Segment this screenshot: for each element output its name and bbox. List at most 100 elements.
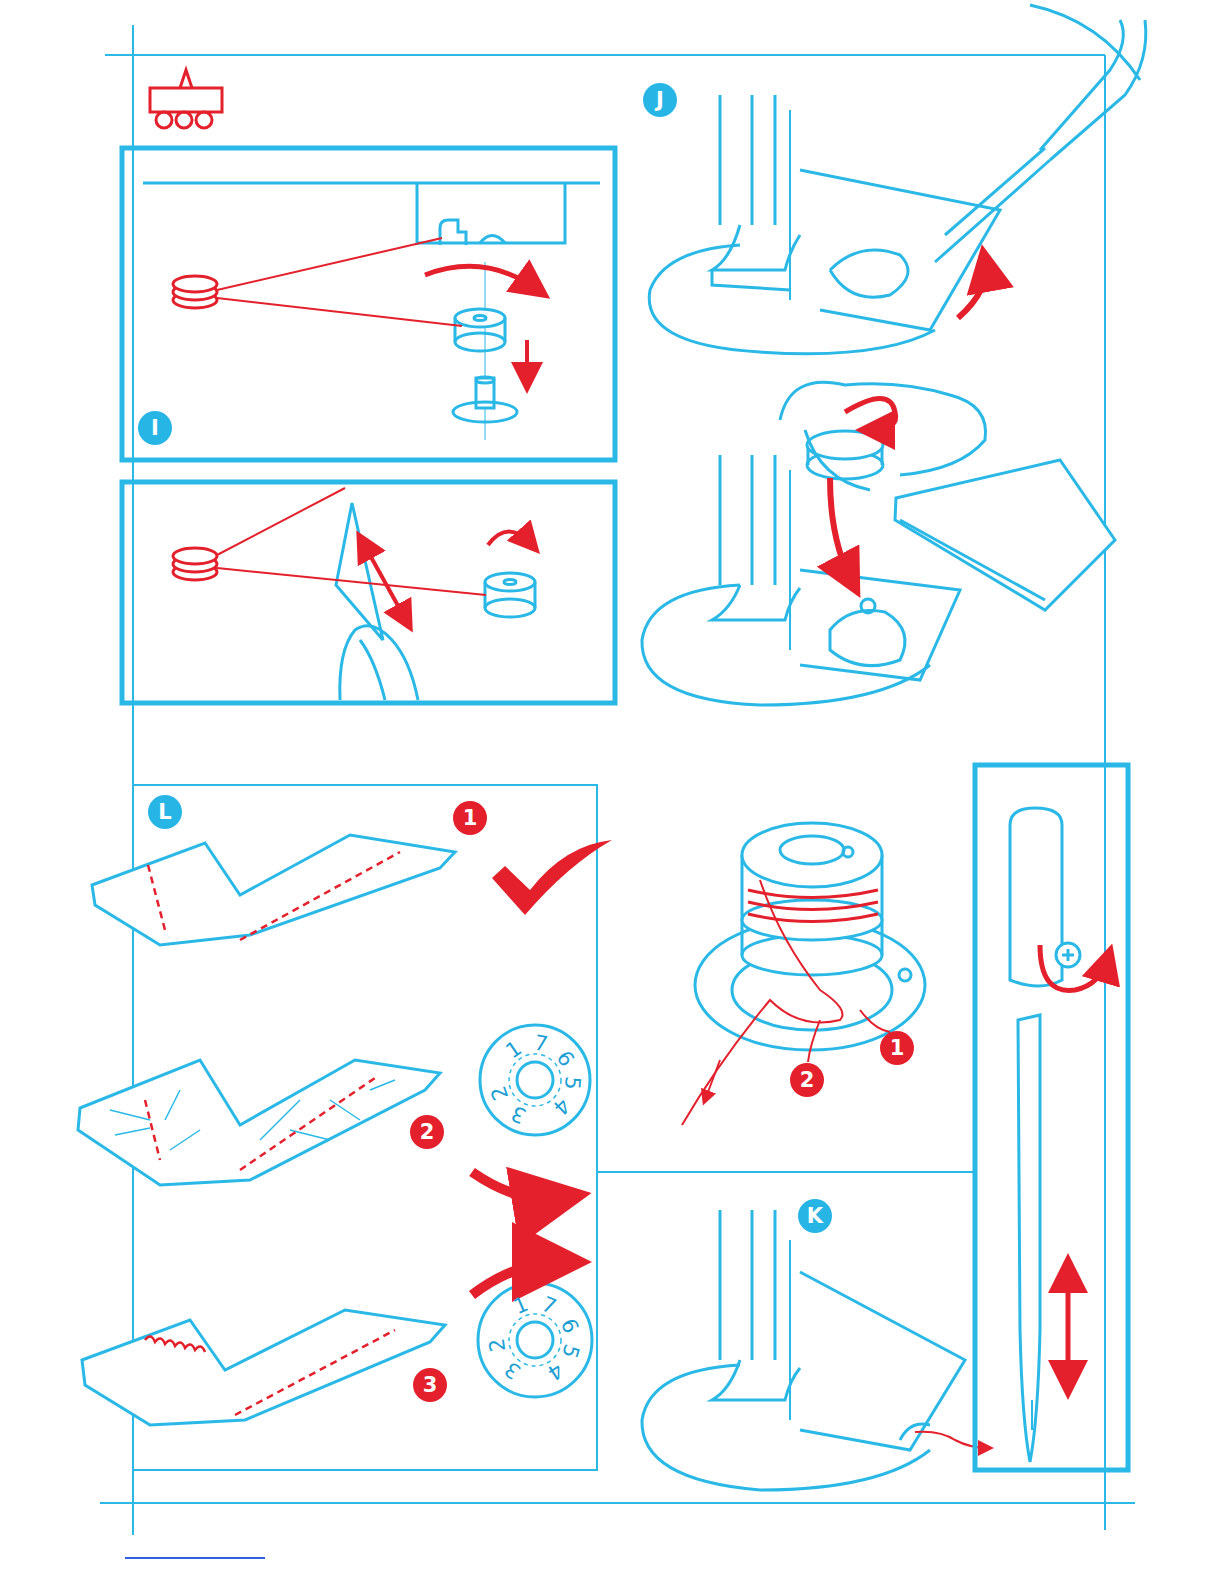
tension-dial <box>478 1283 592 1397</box>
bobbin-winding-panel <box>480 236 505 244</box>
bobbin-thread <box>682 880 890 1125</box>
callout-letter: L <box>158 802 171 823</box>
thread-cutting-panel <box>485 573 535 591</box>
callout-circle: 3 <box>413 1368 447 1402</box>
dial-number: 2 <box>487 1337 510 1353</box>
train-icon <box>156 112 172 128</box>
bobbin-thread <box>748 890 878 922</box>
thread-spool <box>173 548 217 564</box>
bobbin-case <box>899 969 911 981</box>
needle-panel <box>975 765 1128 1470</box>
thread-pull-up <box>712 1360 800 1400</box>
bobbin-thread <box>705 1060 720 1100</box>
direction-arrow <box>1066 1278 1071 1385</box>
bobbin-insertion <box>900 520 1045 600</box>
bobbin-winding-panel <box>474 316 486 321</box>
needle-plate-removal <box>800 170 1000 330</box>
callout-letter: 2 <box>420 1122 435 1143</box>
needle-plate-removal <box>712 225 800 270</box>
train-icon <box>196 112 212 128</box>
dial-number: 3 <box>501 1357 524 1382</box>
dial-number: 5 <box>558 1341 582 1360</box>
bobbin-thread <box>808 1010 890 1062</box>
callout-circle: 1 <box>880 1031 914 1065</box>
callout-letter: K <box>807 1206 823 1227</box>
needle-panel <box>1018 1015 1040 1462</box>
dial-number: 7 <box>533 1032 550 1055</box>
fabric-wrinkle <box>110 1080 395 1150</box>
train-icon <box>176 112 192 128</box>
dial-number: 6 <box>557 1315 582 1336</box>
bobbin-case <box>742 823 882 887</box>
bobbin-insertion <box>861 599 875 613</box>
bobbin-insertion <box>789 470 791 650</box>
direction-arrow <box>830 399 896 583</box>
bobbin-insertion <box>712 585 800 620</box>
stitch-line <box>148 865 165 930</box>
overcast-stitch <box>145 1336 205 1352</box>
dial-number: 7 <box>539 1293 559 1317</box>
callout-letter: 1 <box>463 808 478 829</box>
bobbin-insertion <box>642 585 760 705</box>
thread-cutting-panel <box>360 640 385 700</box>
bobbin-insertion <box>807 431 883 459</box>
bobbin-winding-panel <box>453 402 517 422</box>
dial-number: 5 <box>561 1076 583 1091</box>
callout-letter: 1 <box>890 1038 905 1059</box>
bobbin-case <box>780 836 844 864</box>
needle-plate-removal <box>1040 20 1146 160</box>
needle-plate-removal <box>649 5 1146 354</box>
callout-letter: I <box>151 418 159 439</box>
callout-circle: 1 <box>453 801 487 835</box>
callout-letter: 2 <box>800 1070 815 1091</box>
needle-plate-removal <box>649 245 760 352</box>
page-frame <box>1104 55 1106 1530</box>
direction-arrow <box>958 262 986 318</box>
thread-pull-up <box>720 1210 775 1360</box>
callout-circle: L <box>148 795 182 829</box>
thread-pull-up <box>642 1365 760 1490</box>
tension-dial <box>478 1025 592 1397</box>
needle-plate-removal <box>720 95 775 225</box>
dial-number: 6 <box>553 1047 578 1070</box>
page-frame <box>100 1502 1135 1504</box>
train-icon <box>150 70 222 128</box>
train-icon <box>180 70 192 88</box>
thread-spool <box>366 548 407 622</box>
needle-panel <box>1031 1400 1033 1430</box>
bobbin-winding-panel <box>440 220 466 245</box>
direction-arrow <box>958 262 986 318</box>
needle-panel <box>1056 943 1080 967</box>
fabric-sample <box>82 1310 445 1425</box>
thread-pull-up <box>760 1450 930 1490</box>
bobbin-case <box>843 847 853 857</box>
fabric-sample <box>92 835 455 945</box>
bobbin-winding-panel <box>455 309 505 327</box>
callout-letter: 3 <box>423 1375 438 1396</box>
needle-plate-removal <box>789 110 791 300</box>
tension-dial <box>517 1322 553 1358</box>
page-frame <box>105 54 1105 56</box>
bobbin-insertion <box>642 382 1115 705</box>
thread-spool <box>217 298 462 326</box>
needle-plate-removal <box>830 250 908 297</box>
needle-plate-removal <box>935 160 1050 262</box>
page-frame <box>132 25 134 1535</box>
thread-spool <box>525 340 529 382</box>
needle-panel <box>975 765 1128 1470</box>
fabric-sample <box>78 835 455 1425</box>
callout-circle: J <box>643 83 677 117</box>
thread-pull-up <box>642 1210 965 1490</box>
stitch-line <box>145 1100 160 1160</box>
thread-spool <box>217 238 442 290</box>
bobbin-thread <box>682 880 843 1125</box>
bobbin-winding-panel <box>455 333 505 351</box>
bobbin-case <box>695 823 925 1050</box>
direction-arrow <box>830 478 852 582</box>
tension-dial <box>517 1062 553 1098</box>
callout-circle: I <box>138 411 172 445</box>
stitch-line <box>240 852 400 940</box>
dial-number: 1 <box>510 1294 531 1319</box>
